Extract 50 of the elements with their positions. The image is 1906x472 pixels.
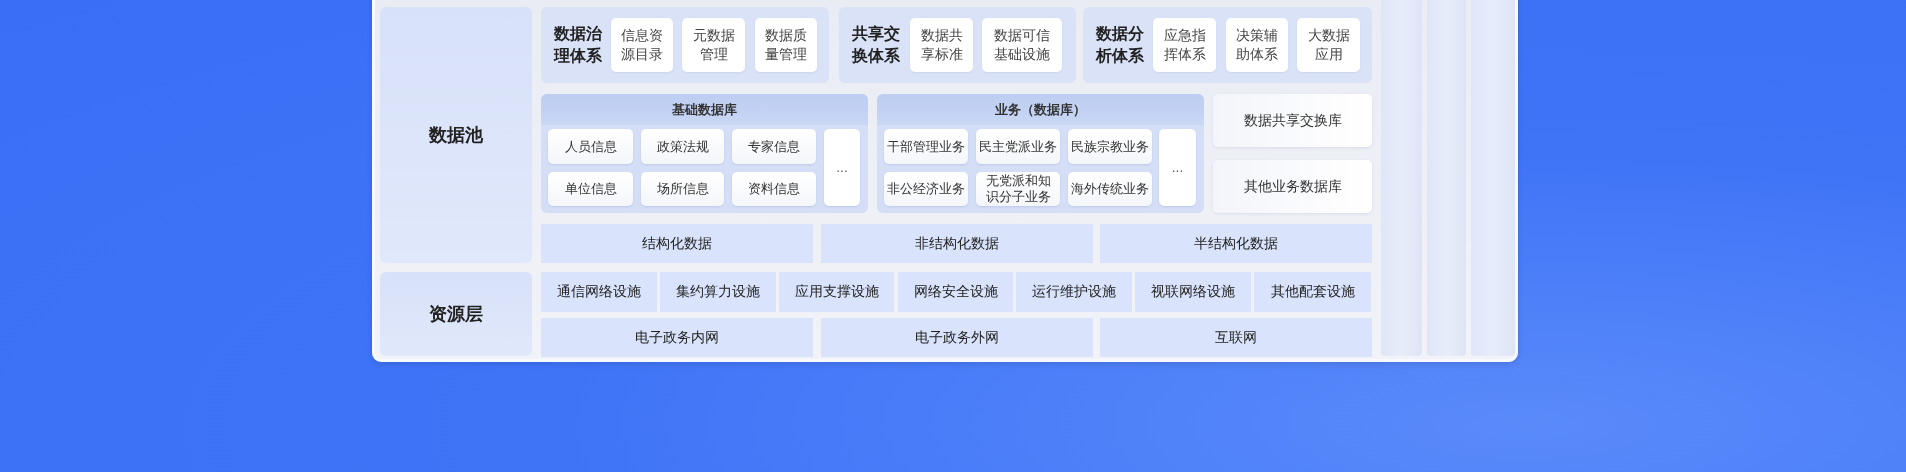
group-title: 数据分析体系 [1094,23,1145,67]
database-card: 数据共享交换库 [1213,94,1372,147]
database-card: 民主党派业务 [976,129,1060,164]
layer-bar: 半结构化数据 [1100,224,1372,263]
column-panel [1471,0,1515,356]
layer-bar: 互联网 [1100,318,1372,357]
database-card: 海外传统业务 [1068,172,1152,206]
database-card: 非公经济业务 [884,172,968,206]
database-card: 单位信息 [548,172,633,206]
database-card: 政策法规 [641,129,724,164]
database-group-panel [877,94,1204,213]
category-card: 数据共享标准 [910,18,973,72]
group-header: 基础数据库 [541,94,868,125]
category-card: 数据可信基础设施 [982,18,1062,72]
database-card: 场所信息 [641,172,724,206]
database-card: 其他业务数据库 [1213,160,1372,213]
infrastructure-cell: 运行维护设施 [1016,272,1132,312]
group-header: 业务（数据库） [877,94,1204,125]
group-panel [541,7,829,83]
category-card: 应急指挥体系 [1153,18,1216,72]
ellipsis-card: ... [1159,129,1196,206]
infrastructure-cell: 视联网络设施 [1135,272,1251,312]
layer-label-panel: 数据池 [380,7,532,263]
database-card: 资料信息 [732,172,816,206]
category-card: 决策辅助体系 [1226,18,1288,72]
infrastructure-cell: 集约算力设施 [660,272,776,312]
infrastructure-cell: 网络安全设施 [898,272,1013,312]
layer-bar: 结构化数据 [541,224,813,263]
group-title: 共享交换体系 [850,23,901,67]
layer-bar: 非结构化数据 [821,224,1093,263]
group-title: 数据治理体系 [552,23,603,67]
infrastructure-cell: 通信网络设施 [541,272,657,312]
database-card: 专家信息 [732,129,816,164]
category-card: 数据质量管理 [755,18,817,72]
group-panel [839,7,1076,83]
database-card: 无党派和知识分子业务 [976,172,1060,206]
category-card: 元数据管理 [682,18,745,72]
infrastructure-cell: 应用支撑设施 [779,272,894,312]
database-card: 干部管理业务 [884,129,968,164]
database-group-panel [541,94,868,213]
database-card: 人员信息 [548,129,633,164]
layer-label-panel: 资源层 [380,272,532,356]
infrastructure-cell: 其他配套设施 [1254,272,1371,312]
group-panel [1083,7,1372,83]
layer-bar: 电子政务内网 [541,318,813,357]
ellipsis-card: ... [824,129,860,206]
category-card: 信息资源目录 [611,18,673,72]
category-card: 大数据应用 [1297,18,1360,72]
layer-bar: 电子政务外网 [821,318,1093,357]
database-card: 民族宗教业务 [1068,129,1152,164]
